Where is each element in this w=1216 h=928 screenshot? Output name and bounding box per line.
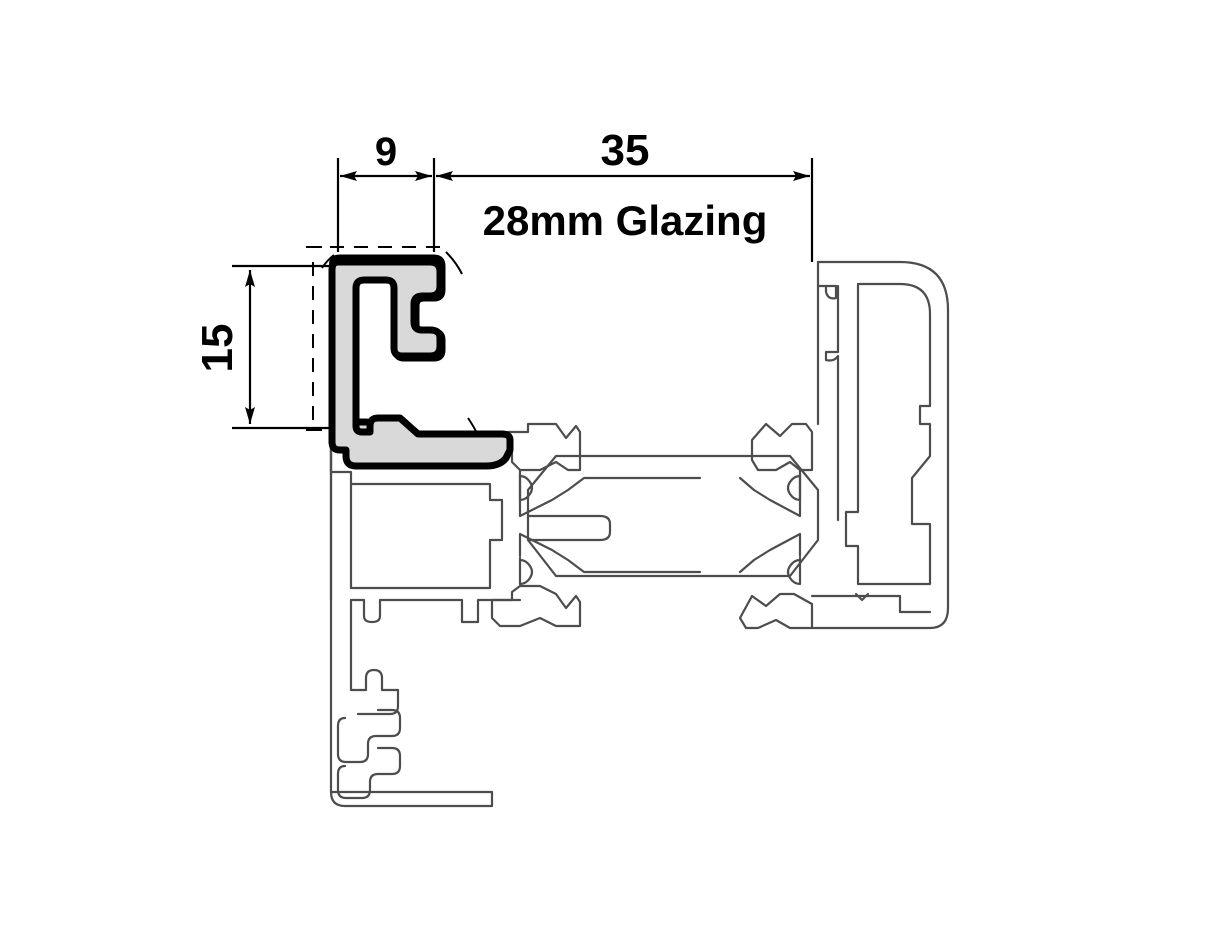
dimension-label-15: 15 [193,324,242,373]
barb-upper-left [518,472,534,502]
barb-upper-right [786,472,802,502]
central-tongue [526,514,612,542]
frame-outer-body [329,430,494,808]
screw-port-lower [336,746,402,800]
construction-lines [312,246,442,430]
barb-lower-left [518,556,534,586]
frame-right-rib-outer [824,284,840,522]
chamber-lower-left-bottom [349,598,400,716]
barb-lower-left-body [518,532,702,574]
leader-tick-bead-right [445,251,463,275]
chamber-lower-left [349,598,522,624]
frame-right-chamber [844,282,932,586]
gasket-upper-right [750,422,814,472]
glazing-label: 28mm Glazing [483,197,768,244]
barb-upper-left-body [518,468,702,518]
frame-right-channel [816,284,838,300]
screw-port-upper [336,708,402,764]
frame-right-bottom-ledge [810,594,932,614]
barb-lower-right-body [738,532,802,574]
barb-upper-right-body [738,468,802,518]
frame-right-outer-wall [810,260,950,630]
frame-profile [329,260,950,808]
gasket-lower-left [490,584,582,628]
gasket-leg-upper-left [468,422,582,472]
gasket-lower-right [738,592,814,630]
dimension-label-35: 35 [601,126,650,175]
glazing-bead-detail [328,258,514,470]
bead-seat-ledge [329,428,353,486]
frame-right-tick [854,592,870,602]
dimension-label-9: 9 [375,130,397,174]
dimension-lines [232,158,814,430]
glazing-bead-outline [328,258,514,470]
barb-lower-right [786,556,802,586]
chamber-upper-left [349,482,504,590]
leader-tick-upper [321,254,335,269]
